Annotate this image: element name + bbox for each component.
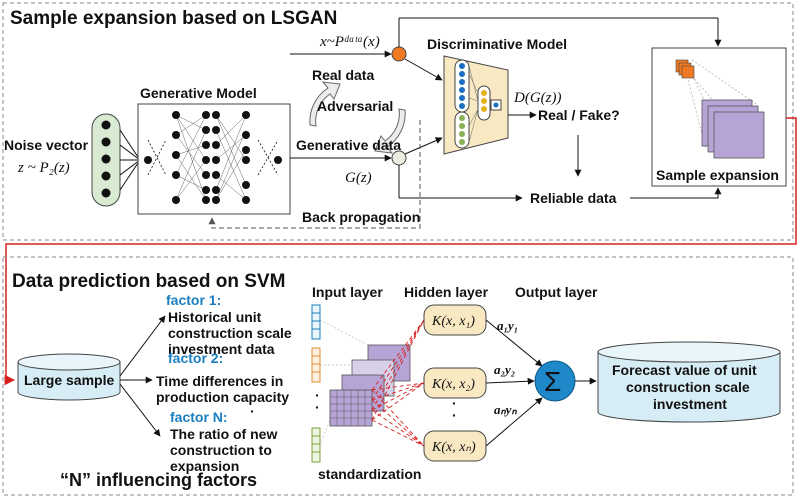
svm-panel xyxy=(2,256,794,496)
generator-connections xyxy=(175,114,247,201)
factorN-title: factor N: xyxy=(170,409,228,425)
kernel-connections xyxy=(371,319,425,447)
back-propagation-arrow xyxy=(208,120,421,229)
adversarial-label: Adversarial xyxy=(317,98,393,114)
sample-expansion-icon xyxy=(675,59,765,159)
n-factors-label: “N” influencing factors xyxy=(60,470,257,490)
factor2-line2: production capacity xyxy=(156,389,289,405)
real-data-node xyxy=(391,46,407,62)
sum-symbol: Σ xyxy=(544,366,561,397)
sample-expansion-label: Sample expansion xyxy=(656,167,779,183)
adversarial-right-arrow-icon xyxy=(374,108,406,154)
standardization-label: standardization xyxy=(318,466,421,482)
discriminator-connections xyxy=(468,65,492,143)
input-layer-label: Input layer xyxy=(312,284,383,300)
forecast-cylinder xyxy=(597,341,781,423)
generator-nodes xyxy=(144,111,282,204)
weightN-label: aₙyₙ xyxy=(494,402,517,417)
large-sample-label: Large sample xyxy=(24,372,114,388)
factor1-line3: investment data xyxy=(168,341,275,357)
generator-side-links xyxy=(147,139,279,176)
factor1-line1: Historical unit xyxy=(168,309,262,325)
gz-label: G(z) xyxy=(345,170,372,186)
reliable-to-expansion-arrow xyxy=(630,187,722,199)
factor1-arrow xyxy=(119,315,166,377)
factorN-line3: expansion xyxy=(170,458,239,474)
factor1-title: factor 1: xyxy=(166,292,221,308)
factorN-arrow xyxy=(119,383,161,437)
factor2-line1: Time differences in xyxy=(156,373,283,389)
weight1-label: a₁y₁ xyxy=(497,318,518,333)
kernel-dots-1: · xyxy=(452,395,457,411)
noise-formula: z ~ P₂(z) xyxy=(17,160,70,176)
input-dots-2: · xyxy=(315,399,320,415)
output-layer-label: Output layer xyxy=(515,284,598,300)
standardization-matrices xyxy=(319,319,411,446)
back-propagation-label: Back propagation xyxy=(302,209,420,225)
weight2-arrow xyxy=(485,377,535,385)
noise-label: Noise vector xyxy=(4,137,89,153)
weight2-label: a₂y₂ xyxy=(494,362,515,377)
input-vectors xyxy=(311,304,321,463)
large-sample-cylinder xyxy=(17,353,121,401)
noise-to-generator-lines xyxy=(119,129,141,191)
discriminator-nodes xyxy=(459,63,502,145)
generated-to-discriminator-arrow xyxy=(404,137,443,155)
kernel1-label: K(x, x₁) xyxy=(431,314,475,329)
noise-nodes xyxy=(101,120,111,198)
forecast-line1: Forecast value of unit xyxy=(612,362,757,378)
weight1-arrow xyxy=(485,319,543,367)
input-dots-1: · xyxy=(315,387,320,403)
generative-data-node xyxy=(391,150,407,166)
kernelN-label: K(x, xₙ) xyxy=(431,440,476,455)
real-fake-label: Real / Fake? xyxy=(538,107,620,123)
dgz-label: D(G(z)) xyxy=(513,90,561,106)
panel-link-arrow xyxy=(4,117,797,386)
reliable-data-label: Reliable data xyxy=(530,190,617,206)
kernel2-label: K(x, x₂) xyxy=(431,377,475,392)
factorN-line2: construction to xyxy=(170,442,272,458)
real-data-formula: x~Pᵈᵃᵗᵃ(x) xyxy=(319,34,380,50)
forecast-line3: investment xyxy=(653,396,727,412)
factor-dots: · xyxy=(250,403,255,419)
weightN-arrow xyxy=(485,397,543,447)
real-data-to-discriminator-arrow xyxy=(404,58,443,81)
real-data-label: Real data xyxy=(312,67,374,83)
discriminative-model-label: Discriminative Model xyxy=(427,36,567,52)
generative-model-label: Generative Model xyxy=(140,85,257,101)
disc-input-fake-group xyxy=(454,111,470,149)
hidden-layer-label: Hidden layer xyxy=(404,284,489,300)
factor1-line2: construction scale xyxy=(168,325,292,341)
lsgan-title: Sample expansion based on LSGAN xyxy=(10,8,337,29)
factor2-title: factor 2: xyxy=(168,350,223,366)
generative-data-label: Generative data xyxy=(296,137,401,153)
svm-title: Data prediction based on SVM xyxy=(12,271,285,292)
lsgan-panel xyxy=(2,2,794,241)
factorN-line1: The ratio of new xyxy=(170,426,277,442)
forecast-line2: construction scale xyxy=(626,379,750,395)
kernel-dots-2: · xyxy=(452,407,457,423)
adversarial-left-arrow-icon xyxy=(309,81,341,127)
